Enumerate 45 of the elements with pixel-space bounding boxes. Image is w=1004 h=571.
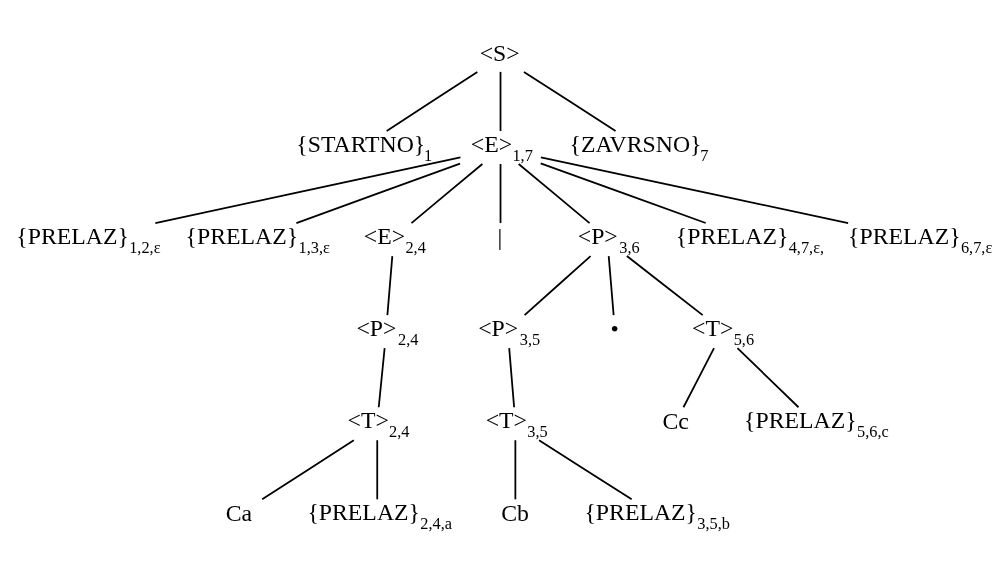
node-text: {PRELAZ}$_{2,4,a}$: [307, 498, 453, 534]
connector: [377, 347, 386, 409]
node-text: {PRELAZ}$_{1,3,ε}$: [185, 222, 330, 258]
connector: [508, 347, 515, 409]
node-text: <P>$_{3,5}$: [478, 314, 541, 350]
node-text: {PRELAZ}$_{3,5,b}$: [584, 498, 730, 534]
node-text: |: [497, 224, 503, 251]
node-text: {PRELAZ}$_{6,7,ε}$: [848, 222, 993, 258]
node-text: <P>$_{2,4}$: [356, 314, 419, 350]
node-text: •: [610, 316, 619, 343]
node-text: <T>$_{2,4}$: [347, 406, 410, 442]
node-text: <E>$_{1,7}$: [470, 130, 533, 166]
node-text: {STARTNO}$_{1}$: [296, 130, 433, 166]
node-text: {PRELAZ}$_{1,2,ε}$: [16, 222, 161, 258]
node-text: {PRELAZ}$_{5,6,c}$: [744, 406, 889, 442]
connector: [154, 156, 462, 224]
connector: [499, 163, 502, 224]
connector: [607, 255, 615, 317]
node-text: <P>$_{3,6}$: [577, 222, 640, 258]
connector: [682, 347, 715, 409]
connector: [385, 71, 479, 132]
connector: [386, 255, 394, 317]
connector: [523, 71, 617, 132]
node-text: Cc: [662, 408, 689, 435]
node-text: <T>$_{3,5}$: [485, 406, 548, 442]
connector: [376, 439, 379, 501]
connector: [625, 255, 704, 317]
node-text: Ca: [225, 500, 253, 527]
connector: [539, 162, 707, 224]
node-text: {ZAVRSNO}$_{7}$: [569, 130, 709, 166]
connector: [295, 162, 461, 224]
node-text: <S>: [479, 39, 520, 66]
connector: [517, 163, 591, 224]
node-text: {PRELAZ}$_{4,7,ε,}$: [675, 222, 825, 258]
connector: [410, 163, 484, 224]
connector: [736, 347, 800, 409]
connector: [261, 439, 355, 501]
connector: [523, 255, 592, 317]
node-text: <T>$_{5,6}$: [692, 314, 755, 350]
connector: [514, 439, 517, 501]
node-text: <E>$_{2,4}$: [363, 222, 426, 258]
connector: [538, 439, 633, 501]
node-text: Cb: [501, 500, 529, 527]
connector: [540, 156, 850, 224]
connector: [499, 71, 502, 132]
